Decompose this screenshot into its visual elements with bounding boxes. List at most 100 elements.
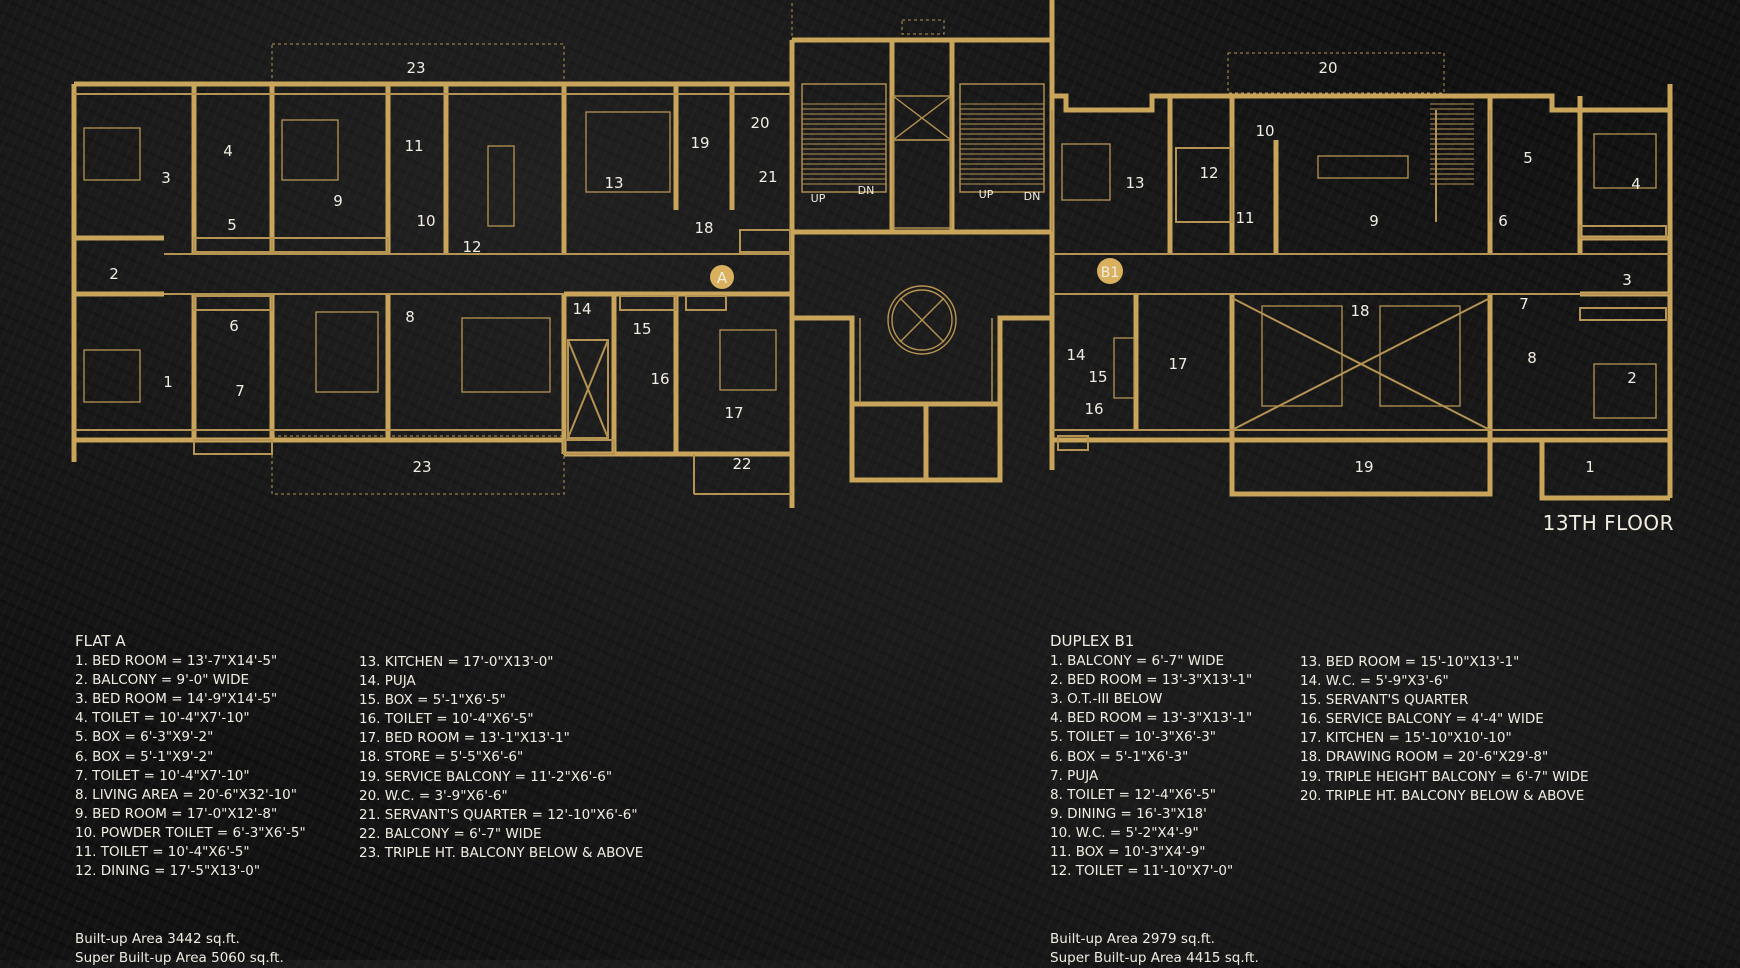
room-number: 19 — [690, 134, 709, 152]
legend-item: 14. W.C. = 5'-9"X3'-6" — [1300, 673, 1449, 690]
room-number: 18 — [1350, 302, 1369, 320]
legend-item: 13. KITCHEN = 17'-0"X13'-0" — [359, 654, 554, 670]
legend-item: 12. DINING = 17'-5"X13'-0" — [75, 863, 261, 880]
flat-a-built-up-area: Built-up Area 3442 sq.ft. — [75, 931, 240, 947]
flat-a-legend-col1: FLAT A 1. BED ROOM = 13'-7"X14'-5" 2. BA… — [75, 632, 306, 881]
room-number: 17 — [1168, 355, 1187, 373]
svg-text:A: A — [717, 269, 728, 287]
legend-item: 5. BOX = 6'-3"X9'-2" — [75, 729, 214, 746]
room-number: 6 — [1498, 212, 1508, 230]
legend-item: 8. LIVING AREA = 20'-6"X32'-10" — [75, 786, 297, 803]
room-number: 18 — [694, 219, 713, 237]
room-number: 10 — [1255, 122, 1274, 140]
flat-a-areas: Built-up Area 3442 sq.ft. Super Built-up… — [75, 930, 284, 968]
room-number: 11 — [1235, 209, 1254, 227]
stair-up-label: UP — [811, 192, 826, 205]
legend-item: 19. TRIPLE HEIGHT BALCONY = 6'-7" WIDE — [1300, 768, 1589, 785]
legend-item: 4. TOILET = 10'-4"X7'-10" — [75, 710, 250, 727]
legend-item: 10. W.C. = 5'-2"X4'-9" — [1050, 824, 1199, 841]
legend-item: 7. TOILET = 10'-4"X7'-10" — [75, 767, 250, 784]
duplex-b1-areas: Built-up Area 2979 sq.ft. Super Built-up… — [1050, 930, 1259, 968]
legend-item: 13. BED ROOM = 15'-10"X13'-1" — [1300, 654, 1520, 670]
room-numbers-duplex-b1: 1 2 3 4 5 6 7 8 9 10 11 12 13 14 15 16 1… — [1066, 59, 1640, 476]
room-number: 14 — [1066, 346, 1085, 364]
legend-item: 8. TOILET = 12'-4"X6'-5" — [1050, 786, 1216, 803]
legend-item: 4. BED ROOM = 13'-3"X13'-1" — [1050, 710, 1253, 727]
room-number: 16 — [1084, 400, 1103, 418]
room-number: 9 — [1369, 212, 1379, 230]
room-number: 4 — [223, 142, 233, 160]
legend-item: 18. STORE = 5'-5"X6'-6" — [359, 749, 524, 766]
room-number: 5 — [1523, 149, 1533, 167]
legend-item: 11. TOILET = 10'-4"X6'-5" — [75, 844, 250, 861]
stair-dn-label: DN — [1024, 190, 1041, 203]
room-number: 8 — [1527, 349, 1537, 367]
legend-item: 7. PUJA — [1050, 767, 1099, 784]
room-number: 3 — [161, 169, 171, 187]
legend-item: 18. DRAWING ROOM = 20'-6"X29'-8" — [1300, 749, 1549, 766]
legend-item: 2. BED ROOM = 13'-3"X13'-1" — [1050, 672, 1253, 689]
legend-item: 20. W.C. = 3'-9"X6'-6" — [359, 787, 508, 804]
room-number: 14 — [572, 300, 591, 318]
flat-a-super-built-up-area: Super Built-up Area 5060 sq.ft. — [75, 950, 284, 966]
room-numbers-flat-a: 1 2 3 4 5 6 7 8 9 10 11 12 13 14 15 16 1… — [109, 59, 777, 476]
room-number: 1 — [163, 373, 173, 391]
legend-item: 16. TOILET = 10'-4"X6'-5" — [359, 711, 534, 728]
room-number: 23 — [412, 458, 431, 476]
legend-item: 2. BALCONY = 9'-0" WIDE — [75, 672, 249, 689]
room-number: 13 — [604, 174, 623, 192]
legend-item: 6. BOX = 5'-1"X9'-2" — [75, 748, 214, 765]
legend-item: 11. BOX = 10'-3"X4'-9" — [1050, 844, 1206, 861]
room-number: 19 — [1354, 458, 1373, 476]
legend-item: 15. BOX = 5'-1"X6'-5" — [359, 692, 506, 709]
room-number: 2 — [1627, 369, 1637, 387]
room-number: 13 — [1125, 174, 1144, 192]
legend-item: 9. DINING = 16'-3"X18' — [1050, 805, 1207, 822]
room-number: 21 — [758, 168, 777, 186]
legend-item: 20. TRIPLE HT. BALCONY BELOW & ABOVE — [1300, 787, 1585, 804]
room-number: 12 — [462, 238, 481, 256]
legend-item: 3. BED ROOM = 14'-9"X14'-5" — [75, 691, 278, 708]
room-number: 8 — [405, 308, 415, 326]
flat-a-title: FLAT A — [75, 632, 126, 650]
legend-item: 3. O.T.-III BELOW — [1050, 691, 1163, 708]
room-number: 5 — [227, 216, 237, 234]
duplex-b1-legend-col1: DUPLEX B1 1. BALCONY = 6'-7" WIDE 2. BED… — [1050, 632, 1252, 881]
legend-item: 22. BALCONY = 6'-7" WIDE — [359, 825, 542, 842]
floor-label: 13TH FLOOR — [1542, 511, 1674, 535]
room-number: 1 — [1585, 458, 1595, 476]
legend-item: 9. BED ROOM = 17'-0"X12'-8" — [75, 805, 278, 822]
legend-item: 6. BOX = 5'-1"X6'-3" — [1050, 748, 1189, 765]
legend-item: 21. SERVANT'S QUARTER = 12'-10"X6'-6" — [359, 806, 638, 823]
room-number: 16 — [650, 370, 669, 388]
svg-text:B1: B1 — [1101, 265, 1120, 281]
room-number: 2 — [109, 265, 119, 283]
legend-item: 1. BALCONY = 6'-7" WIDE — [1050, 653, 1224, 670]
room-number: 7 — [1519, 295, 1529, 313]
duplex-b1-super-built-up-area: Super Built-up Area 4415 sq.ft. — [1050, 950, 1259, 966]
legend-item: 15. SERVANT'S QUARTER — [1300, 692, 1469, 709]
legend-item: 10. POWDER TOILET = 6'-3"X6'-5" — [75, 824, 306, 841]
flat-a-legend-col2: 13. KITCHEN = 17'-0"X13'-0" 14. PUJA 15.… — [359, 653, 643, 863]
room-number: 9 — [333, 192, 343, 210]
room-number: 10 — [416, 212, 435, 230]
legend-item: 23. TRIPLE HT. BALCONY BELOW & ABOVE — [359, 844, 644, 861]
floor-plan: 1 2 3 4 5 6 7 8 9 10 11 12 13 14 15 16 1… — [71, 0, 1673, 508]
legend-item: 12. TOILET = 11'-10"X7'-0" — [1050, 863, 1234, 880]
legend-item: 17. KITCHEN = 15'-10"X10'-10" — [1300, 730, 1512, 747]
stair-up-label: UP — [979, 188, 994, 201]
legend-item: 17. BED ROOM = 13'-1"X13'-1" — [359, 730, 570, 747]
room-number: 20 — [750, 114, 769, 132]
stair-dn-label: DN — [858, 184, 875, 197]
legend-item: 14. PUJA — [359, 673, 416, 690]
duplex-b1-built-up-area: Built-up Area 2979 sq.ft. — [1050, 931, 1215, 947]
legend-item: 5. TOILET = 10'-3"X6'-3" — [1050, 729, 1216, 746]
room-number: 22 — [732, 455, 751, 473]
unit-marker-a: A — [710, 265, 734, 289]
room-number: 7 — [235, 382, 245, 400]
plan-walls — [71, 0, 1673, 508]
room-number: 15 — [1088, 368, 1107, 386]
room-number: 12 — [1199, 164, 1218, 182]
unit-marker-b1: B1 — [1097, 258, 1123, 284]
legend-item: 1. BED ROOM = 13'-7"X14'-5" — [75, 653, 278, 670]
